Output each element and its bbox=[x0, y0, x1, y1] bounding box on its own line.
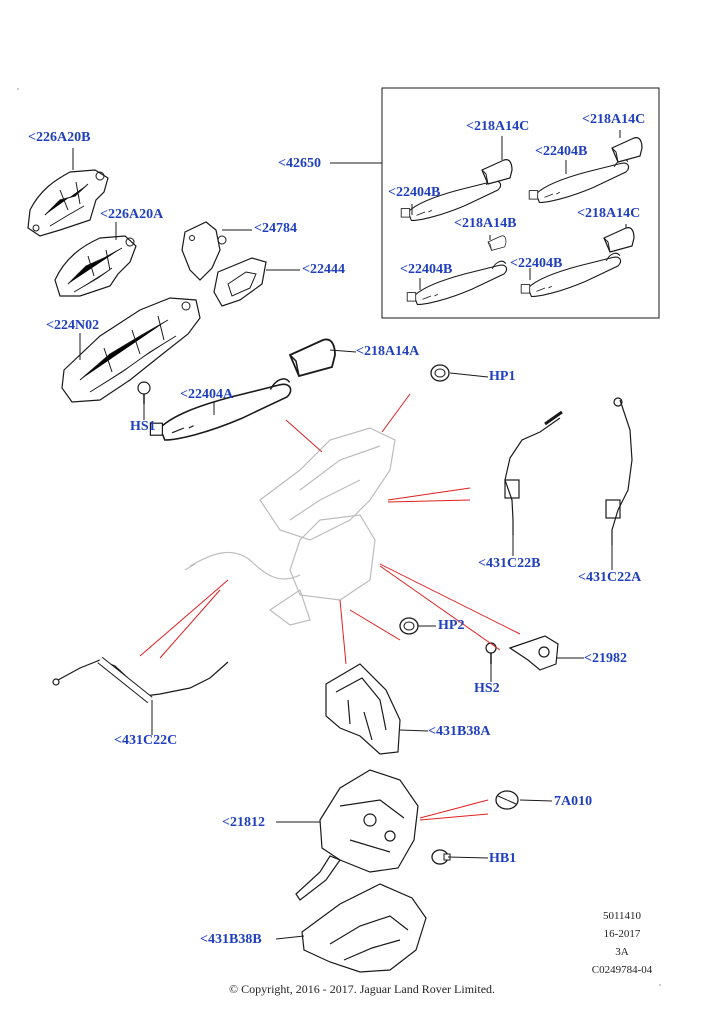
callout-lines bbox=[139, 393, 521, 821]
part-22444-plate[interactable] bbox=[213, 257, 267, 307]
label-22404B-1[interactable]: <22404B bbox=[535, 144, 588, 159]
label-HP1[interactable]: HP1 bbox=[489, 369, 516, 384]
part-431B38B-housing[interactable] bbox=[301, 883, 427, 973]
part-21812-latch[interactable] bbox=[295, 769, 419, 901]
label-431B38A[interactable]: <431B38A bbox=[428, 724, 491, 739]
label-226A20A[interactable]: <226A20A bbox=[100, 207, 164, 222]
part-431C22B-cable[interactable] bbox=[504, 410, 563, 535]
part-431B38A-cover[interactable] bbox=[325, 663, 401, 755]
part-HB1-bolt[interactable] bbox=[431, 849, 451, 865]
label-224N02[interactable]: <224N02 bbox=[46, 318, 100, 333]
part-431C22C-cable[interactable] bbox=[52, 656, 229, 704]
label-218A14B[interactable]: <218A14B bbox=[454, 216, 517, 231]
label-7A010[interactable]: 7A010 bbox=[554, 794, 593, 809]
label-218A14C-3[interactable]: <218A14C bbox=[577, 206, 641, 221]
copyright-notice: © Copyright, 2016 - 2017. Jaguar Land Ro… bbox=[228, 982, 496, 996]
label-24784[interactable]: <24784 bbox=[254, 221, 297, 236]
label-226A20B[interactable]: <226A20B bbox=[28, 130, 91, 145]
label-22404A[interactable]: <22404A bbox=[180, 387, 234, 402]
part-7A010-clip[interactable] bbox=[495, 790, 519, 810]
label-431B38B[interactable]: <431B38B bbox=[200, 932, 262, 947]
label-HP2[interactable]: HP2 bbox=[438, 618, 465, 633]
label-431C22C[interactable]: <431C22C bbox=[114, 733, 178, 748]
part-HP1-plug[interactable] bbox=[430, 364, 450, 382]
part-HP2-plug[interactable] bbox=[399, 617, 419, 635]
part-226A20B-bracket[interactable] bbox=[27, 169, 109, 237]
part-431C22A-cable[interactable] bbox=[605, 397, 633, 545]
label-HS1[interactable]: HS1 bbox=[130, 419, 156, 434]
label-22404B-3[interactable]: <22404B bbox=[400, 262, 453, 277]
part-HS1-screw[interactable] bbox=[137, 381, 151, 404]
label-218A14C-2[interactable]: <218A14C bbox=[582, 112, 646, 127]
part-224N02-carrier[interactable] bbox=[61, 297, 201, 403]
drawing-number: 5011410 bbox=[602, 910, 642, 922]
label-218A14C-1[interactable]: <218A14C bbox=[466, 119, 530, 134]
drawing-code: C0249784-04 bbox=[591, 964, 653, 976]
drawing-date: 16-2017 bbox=[603, 928, 641, 940]
label-HS2[interactable]: HS2 bbox=[474, 681, 500, 696]
inset-box-42650 bbox=[381, 87, 660, 319]
ghost-door-assembly bbox=[184, 427, 396, 626]
label-22444[interactable]: <22444 bbox=[302, 262, 345, 277]
label-21812[interactable]: <21812 bbox=[222, 815, 265, 830]
label-22404B-4[interactable]: <22404B bbox=[510, 256, 563, 271]
drawing-revision: 3A bbox=[615, 946, 629, 958]
part-218A14A-cap[interactable] bbox=[289, 338, 336, 377]
label-21982[interactable]: <21982 bbox=[584, 651, 627, 666]
label-42650[interactable]: <42650 bbox=[278, 156, 321, 171]
leader-lines bbox=[72, 130, 627, 940]
label-431C22B[interactable]: <431C22B bbox=[478, 556, 541, 571]
part-21982-striker[interactable] bbox=[508, 635, 559, 671]
label-431C22A[interactable]: <431C22A bbox=[578, 570, 642, 585]
part-226A20A-bracket[interactable] bbox=[54, 235, 137, 297]
label-HB1[interactable]: HB1 bbox=[489, 851, 517, 866]
label-22404B-2[interactable]: <22404B bbox=[388, 185, 441, 200]
part-24784-gasket[interactable] bbox=[181, 221, 227, 281]
label-218A14A[interactable]: <218A14A bbox=[356, 344, 420, 359]
